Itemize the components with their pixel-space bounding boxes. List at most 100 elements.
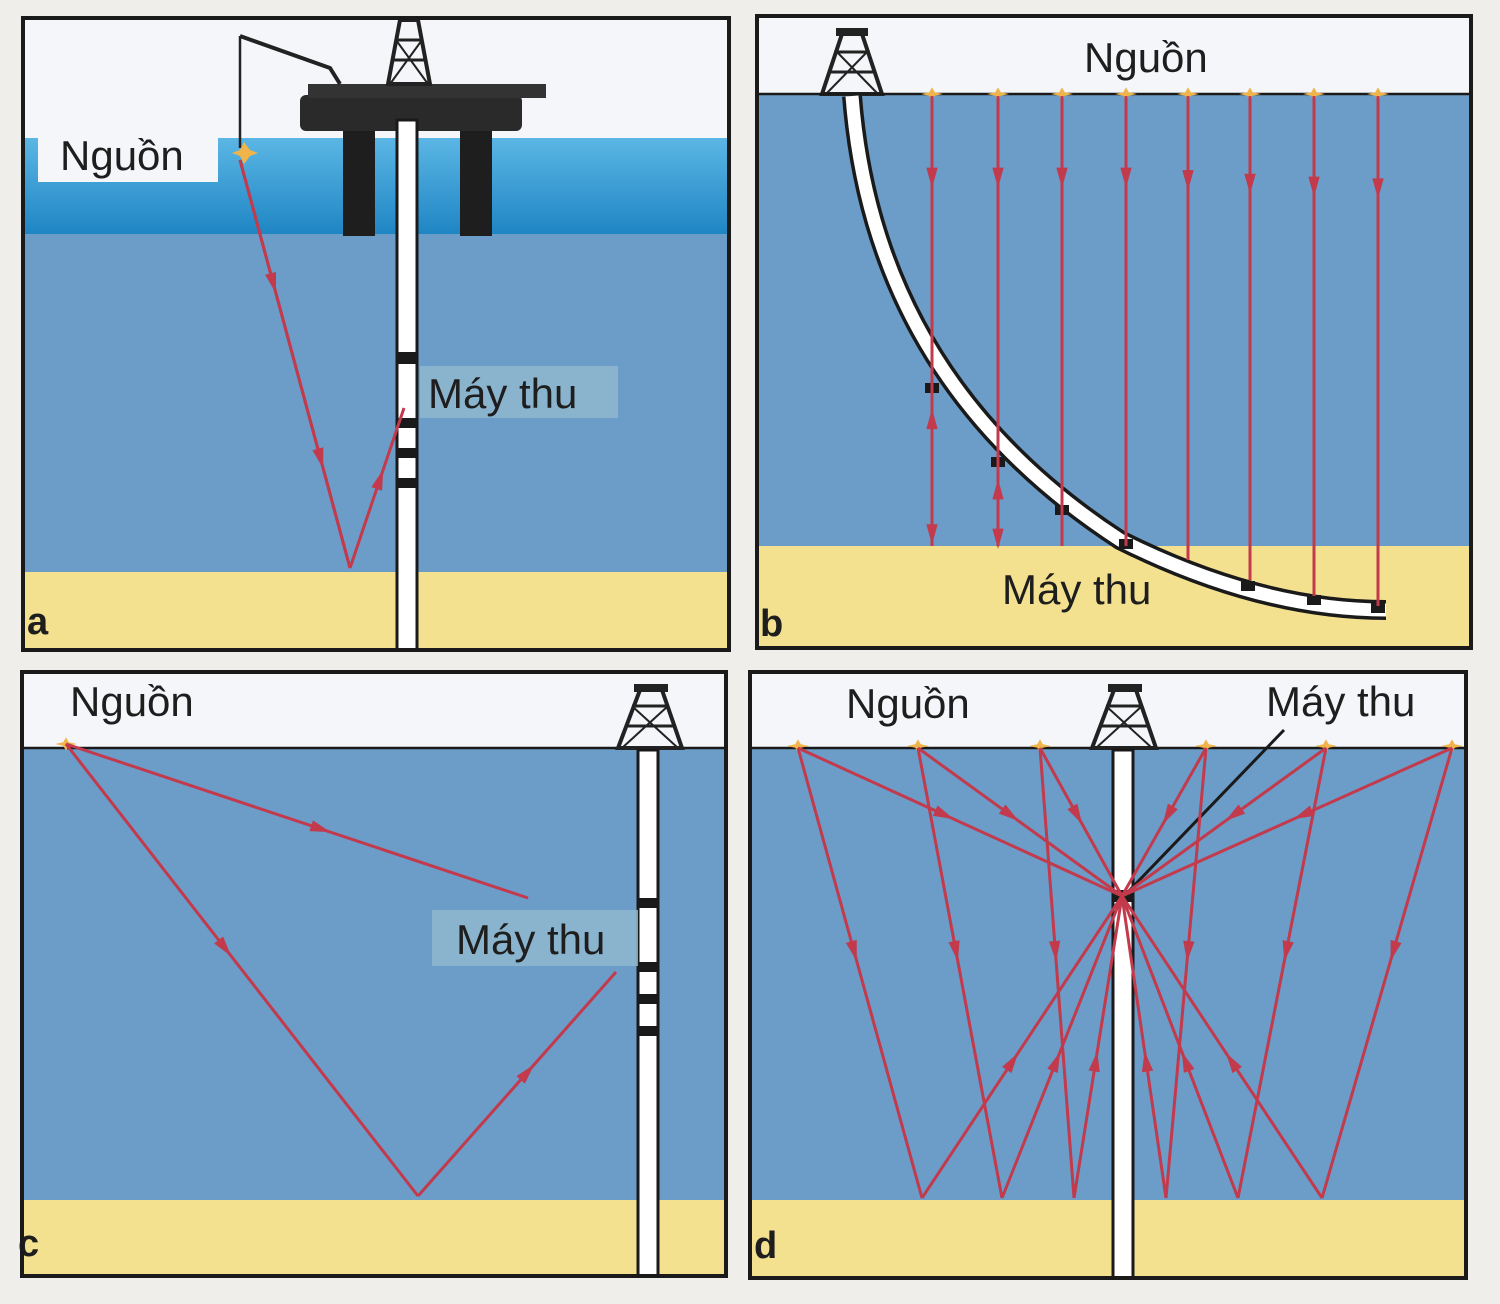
ray-segment xyxy=(1120,895,1168,1199)
panel-frame xyxy=(748,670,1468,1280)
panel-a: Nguồn Máy thu a xyxy=(21,16,731,652)
arrow-icon xyxy=(312,447,324,469)
arrow-icon xyxy=(1182,170,1194,191)
panel-b: Nguồn Máy thu b xyxy=(755,14,1473,650)
receiver-marker xyxy=(1307,595,1321,605)
arrow-icon xyxy=(926,524,938,545)
water-layer xyxy=(22,748,726,1200)
arrow-icon xyxy=(1067,803,1083,825)
source-star-icon xyxy=(921,87,943,101)
receiver-marker xyxy=(396,418,418,428)
receiver-pointer xyxy=(1122,728,1286,898)
source-label: Nguồn xyxy=(846,680,970,727)
ray-segment xyxy=(917,746,1123,898)
arrow-icon xyxy=(992,528,1004,549)
ray-segment xyxy=(916,747,1004,1199)
receiver-marker xyxy=(396,448,418,458)
arrow-icon xyxy=(1293,805,1315,820)
seabed-layer xyxy=(757,546,1471,648)
panel-d: Nguồn Máy thu d xyxy=(748,670,1468,1280)
rays xyxy=(55,737,618,1197)
panel-frame xyxy=(21,16,731,652)
wellbore xyxy=(636,748,660,1278)
arrow-icon xyxy=(992,167,1004,188)
panel-frame xyxy=(755,14,1473,650)
ray-segment xyxy=(1121,746,1327,898)
arrow-icon xyxy=(1225,804,1246,822)
receiver-marker xyxy=(396,352,418,364)
arrow-icon xyxy=(1056,167,1068,188)
wellbore xyxy=(395,118,419,652)
ray-segment xyxy=(416,971,618,1197)
seabed-layer xyxy=(23,572,729,650)
panel-frame xyxy=(20,670,728,1278)
source-star-icon xyxy=(787,739,809,753)
arrow-icon xyxy=(1390,939,1402,962)
arrow-icon xyxy=(926,167,938,188)
derrick-icon xyxy=(615,684,685,750)
ray-segment xyxy=(797,746,1123,898)
source-star-icon xyxy=(1303,87,1325,101)
ray-segment xyxy=(1072,895,1124,1199)
arrow-icon xyxy=(1162,803,1178,825)
receiver-label: Máy thu xyxy=(1002,566,1151,613)
arrow-icon xyxy=(1002,1052,1019,1074)
source-star-icon xyxy=(907,739,929,753)
source-label: Nguồn xyxy=(1084,34,1208,81)
rays xyxy=(238,159,406,569)
rays xyxy=(921,87,1389,606)
panel-letter: b xyxy=(760,603,783,645)
receiver-marker xyxy=(1241,581,1255,591)
seabed-layer xyxy=(750,1200,1466,1278)
ray-segment xyxy=(1164,747,1208,1199)
ray-segment xyxy=(1038,747,1076,1199)
source-star-icon xyxy=(232,142,258,164)
source-star-icon xyxy=(1195,739,1217,753)
arrow-icon xyxy=(516,1064,535,1084)
arrow-icon xyxy=(1308,176,1320,197)
ray-segment xyxy=(1120,895,1324,1199)
panel-letter: a xyxy=(27,601,49,643)
source-star-icon xyxy=(1051,87,1073,101)
ray-segment xyxy=(796,747,924,1199)
source-star-icon xyxy=(1115,87,1137,101)
source-label-box xyxy=(26,676,248,726)
ray-segment xyxy=(920,895,1124,1199)
arrow-icon xyxy=(1141,1051,1154,1073)
ray-segment xyxy=(1236,747,1328,1199)
receiver-label: Máy thu xyxy=(428,370,577,417)
arrow-icon xyxy=(1048,940,1061,962)
ray-segment xyxy=(65,742,529,900)
source-label-box xyxy=(38,126,218,182)
arrow-icon xyxy=(371,469,384,491)
ray-segment xyxy=(1120,895,1240,1199)
ray-segment xyxy=(1320,747,1454,1199)
arrow-icon xyxy=(1088,1051,1100,1073)
receiver-marker xyxy=(637,994,659,1004)
arrow-icon xyxy=(1282,940,1294,962)
arrow-icon xyxy=(1120,167,1132,188)
receiver-marker xyxy=(637,1026,659,1036)
arrow-icon xyxy=(932,805,954,820)
receiver-marker xyxy=(637,962,659,972)
arrow-icon xyxy=(845,939,857,962)
water-layer xyxy=(23,234,729,572)
water-layer xyxy=(750,748,1466,1200)
receiver-marker xyxy=(1371,603,1385,613)
panel-letter: d xyxy=(754,1225,777,1267)
arrow-icon xyxy=(1225,1052,1242,1074)
source-label: Nguồn xyxy=(60,132,184,179)
arrow-icon xyxy=(309,820,331,833)
seabed-layer xyxy=(22,1200,726,1276)
ray-segment xyxy=(238,159,352,569)
arrow-icon xyxy=(998,804,1019,822)
source-star-icon xyxy=(1029,739,1051,753)
arrow-icon xyxy=(1047,1051,1061,1073)
source-label: Nguồn xyxy=(70,678,194,725)
receiver-label: Máy thu xyxy=(1266,678,1415,725)
water-layer xyxy=(757,94,1471,546)
ray-segment xyxy=(1121,746,1453,898)
source-star-icon xyxy=(1367,87,1389,101)
receiver-label: Máy thu xyxy=(456,916,605,963)
